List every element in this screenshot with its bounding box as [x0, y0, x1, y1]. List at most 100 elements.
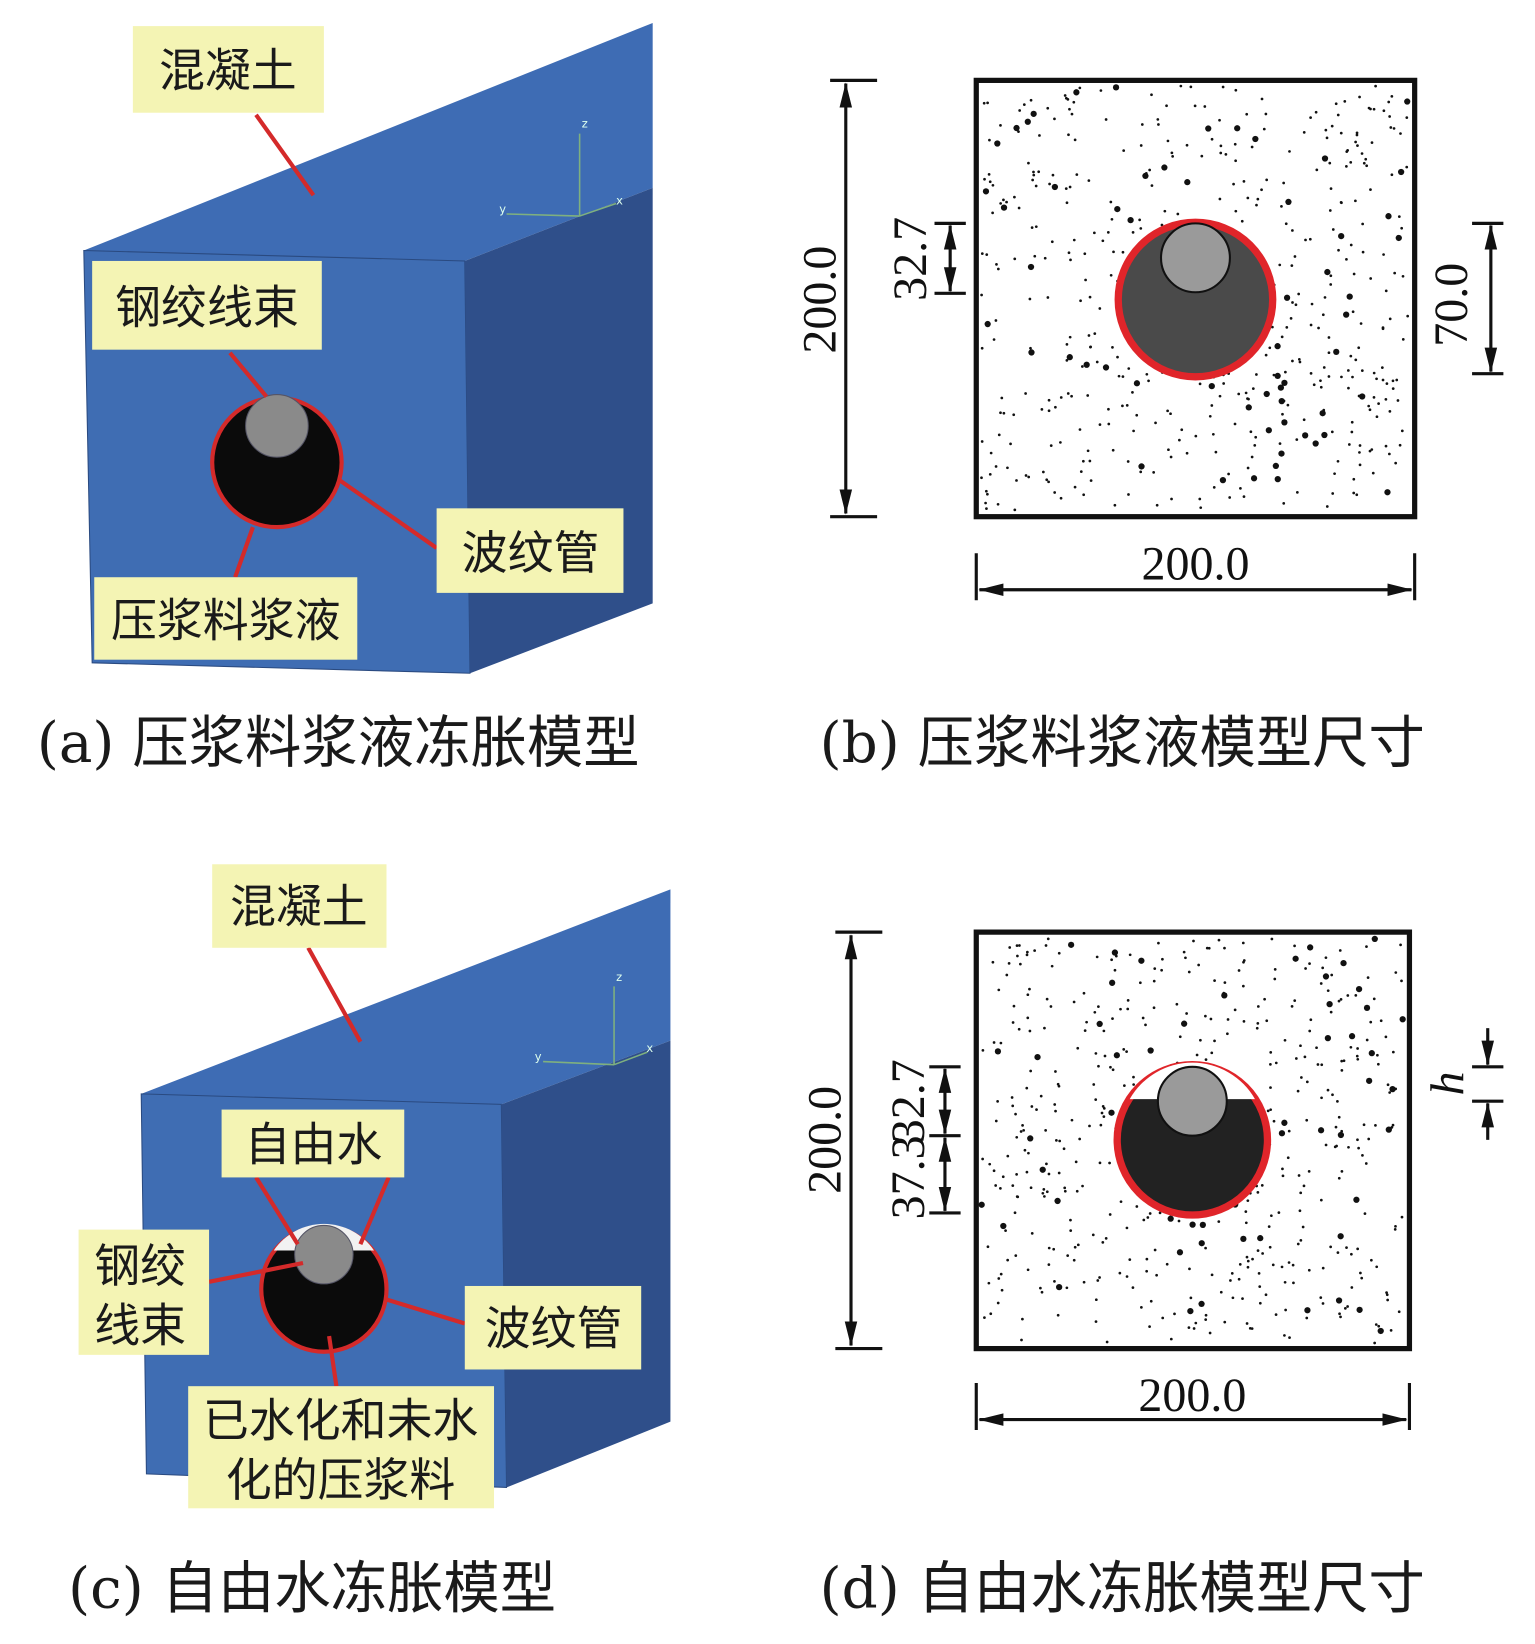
panel-b-dimensions: 200.0 32.7 70.0 200.0: [793, 77, 1504, 601]
strand-circle: [245, 394, 309, 458]
aggregate-dot: [1016, 125, 1019, 129]
aggregate-dot: [1281, 412, 1284, 416]
aggregate-dot: [1093, 332, 1097, 335]
aggregate-dot: [1385, 1126, 1392, 1133]
aggregate-dot: [1099, 1123, 1103, 1127]
aggregate-dot: [1204, 1014, 1207, 1018]
aggregate-dot: [1237, 1277, 1241, 1281]
aggregate-dot: [1047, 409, 1051, 413]
aggregate-dot: [1029, 346, 1032, 350]
aggregate-dot: [1260, 1184, 1264, 1187]
aggregate-dot: [1291, 1263, 1295, 1267]
aggregate-dot: [1340, 1069, 1344, 1072]
aggregate-dot: [1381, 378, 1385, 382]
aggregate-dot: [994, 319, 998, 322]
aggregate-dot: [1110, 958, 1113, 962]
caption-c: (c) 自由水冻胀模型: [68, 1556, 556, 1621]
aggregate-dot: [999, 202, 1002, 205]
aggregate-dot: [1037, 170, 1041, 174]
aggregate-dot: [1086, 394, 1090, 397]
aggregate-dot: [1018, 109, 1022, 112]
aggregate-dot: [1365, 164, 1369, 168]
aggregate-dot: [1382, 109, 1386, 113]
aggregate-dot: [1298, 360, 1302, 364]
aggregate-dot: [1148, 1212, 1152, 1215]
aggregate-dot: [980, 440, 984, 443]
aggregate-dot: [1110, 217, 1114, 221]
aggregate-dot: [1284, 222, 1288, 226]
aggregate-dot: [1006, 1258, 1010, 1262]
aggregate-dot: [1355, 133, 1359, 137]
aggregate-dot: [1161, 164, 1168, 171]
aggregate-dot: [1153, 1248, 1157, 1252]
aggregate-dot: [1390, 94, 1394, 98]
aggregate-dot: [1370, 141, 1374, 144]
label-strand-line2: 线束: [94, 1298, 186, 1352]
aggregate-dot: [1223, 1320, 1227, 1324]
aggregate-dot: [1315, 1046, 1318, 1050]
aggregate-dot: [1111, 1068, 1115, 1072]
aggregate-dot: [1265, 1019, 1269, 1023]
aggregate-dot: [1022, 1128, 1026, 1132]
aggregate-dot: [1171, 154, 1174, 158]
aggregate-dot: [1056, 1284, 1063, 1291]
aggregate-dot: [1011, 1104, 1015, 1108]
aggregate-dot: [1121, 250, 1125, 254]
aggregate-dot: [1212, 486, 1216, 489]
aggregate-dot: [1027, 1151, 1030, 1155]
aggregate-dot: [1278, 442, 1282, 445]
aggregate-dot: [1222, 991, 1226, 995]
aggregate-dot: [1109, 1065, 1112, 1069]
aggregate-dot: [1019, 1130, 1023, 1133]
label-grout: 压浆料浆液: [111, 594, 341, 648]
aggregate-dot: [1305, 1080, 1309, 1084]
aggregate-dot: [1250, 475, 1258, 482]
aggregate-dot: [1166, 409, 1169, 413]
aggregate-dot: [1375, 377, 1378, 381]
aggregate-dot: [984, 489, 988, 493]
aggregate-dot: [1166, 139, 1170, 143]
aggregate-dot: [1297, 357, 1301, 361]
aggregate-dot: [1028, 297, 1032, 301]
aggregate-dot: [1330, 973, 1334, 977]
aggregate-dot: [1321, 155, 1329, 162]
label-strand-line1: 钢绞: [94, 1239, 186, 1293]
aggregate-dot: [1059, 496, 1063, 500]
aggregate-dot: [1265, 427, 1272, 434]
aggregate-dot: [1082, 1280, 1086, 1284]
aggregate-dot: [1029, 1069, 1033, 1073]
aggregate-dot: [1054, 1197, 1061, 1205]
aggregate-dot: [1053, 1280, 1056, 1283]
dim-h: h: [1422, 1071, 1475, 1095]
aggregate-dot: [1296, 1242, 1300, 1246]
aggregate-dot: [1076, 1046, 1080, 1050]
aggregate-dot: [1094, 1098, 1098, 1101]
aggregate-dot: [1281, 1174, 1285, 1178]
aggregate-dot: [1112, 84, 1120, 91]
aggregate-dot: [1073, 485, 1077, 489]
aggregate-dot: [1046, 296, 1050, 299]
aggregate-dot: [1101, 1104, 1105, 1108]
aggregate-dot: [989, 1312, 993, 1316]
aggregate-dot: [1057, 1171, 1061, 1175]
aggregate-dot: [1293, 255, 1297, 258]
aggregate-dot: [1266, 1109, 1270, 1113]
aggregate-dot: [1098, 307, 1102, 310]
aggregate-dot: [1239, 487, 1242, 490]
aggregate-dot: [997, 1277, 1001, 1280]
aggregate-dot: [1242, 495, 1246, 499]
aggregate-dot: [1002, 411, 1006, 415]
aggregate-dot: [1197, 963, 1201, 967]
aggregate-dot: [1347, 1145, 1350, 1149]
aggregate-dot: [1039, 1286, 1042, 1290]
aggregate-dot: [1305, 1316, 1309, 1320]
aggregate-dot: [1324, 268, 1331, 276]
aggregate-dot: [1100, 1111, 1104, 1115]
aggregate-dot: [1155, 1273, 1158, 1277]
aggregate-dot: [1013, 508, 1017, 512]
aggregate-dot: [1315, 168, 1319, 172]
aggregate-dot: [1404, 98, 1411, 105]
aggregate-dot: [1026, 993, 1030, 997]
aggregate-dot: [1392, 127, 1396, 130]
aggregate-dot: [1298, 1209, 1302, 1213]
